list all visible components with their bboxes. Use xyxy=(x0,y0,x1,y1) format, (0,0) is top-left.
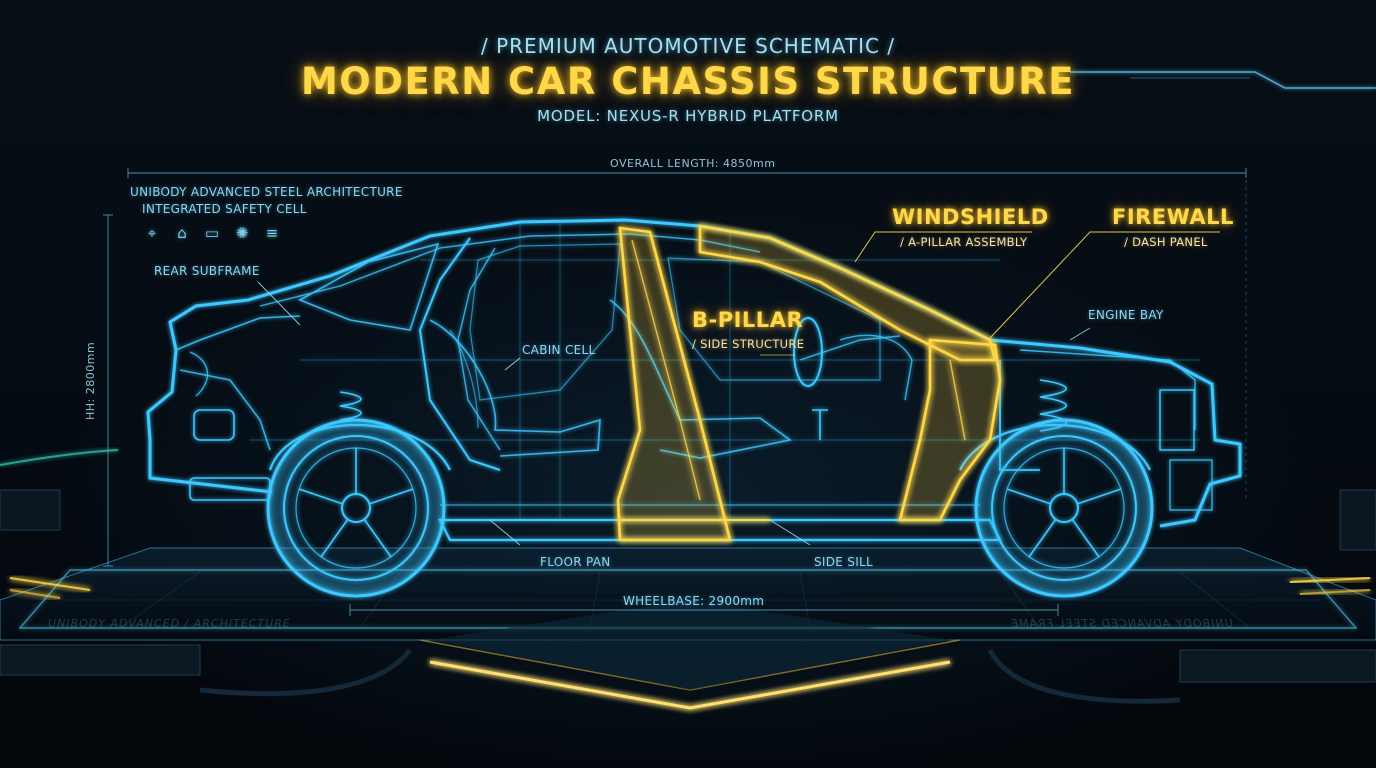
height-label: HH: 2800mm xyxy=(84,341,97,420)
model-subtitle: MODEL: NEXUS-R HYBRID PLATFORM xyxy=(537,107,839,125)
car-side-icon: ▭ xyxy=(204,224,220,242)
cabin-cell-label: CABIN CELL xyxy=(522,343,596,357)
wheel-icon: ✺ xyxy=(235,224,249,242)
car-outline-icon: ⌂ xyxy=(177,224,187,242)
menu-lines-icon: ≡ xyxy=(265,224,279,242)
info-line-architecture: UNIBODY ADVANCED STEEL ARCHITECTURE xyxy=(130,185,403,199)
side-sill-label: SIDE SILL xyxy=(814,555,874,569)
target-icon: ⌖ xyxy=(147,224,157,242)
schematic-eyebrow: / PREMIUM AUTOMOTIVE SCHEMATIC / xyxy=(480,34,896,58)
callout-lines xyxy=(257,231,1220,546)
accent-lines xyxy=(0,71,1376,466)
rear-wheel xyxy=(266,418,446,598)
info-icon-row: ⌖ ⌂ ▭ ✺ ≡ xyxy=(142,224,282,242)
dimension-lines xyxy=(103,168,1247,616)
front-wheel xyxy=(974,418,1154,598)
engine-bay-label: ENGINE BAY xyxy=(1088,308,1164,322)
windshield-sub: / A-PILLAR ASSEMBLY xyxy=(900,235,1028,249)
windshield-title: WINDSHIELD xyxy=(892,205,1049,229)
floor-text-right: UNIBODY ADVANCED STEEL FRAME xyxy=(1010,617,1233,630)
firewall-sub: / DASH PANEL xyxy=(1124,235,1208,249)
b-pillar-title: B-PILLAR xyxy=(692,308,804,332)
info-line-safety-cell: INTEGRATED SAFETY CELL xyxy=(142,202,307,216)
overall-length-label: OVERALL LENGTH: 4850mm xyxy=(610,157,776,170)
b-pillar-sub: / SIDE STRUCTURE xyxy=(692,337,805,351)
page-title: MODERN CAR CHASSIS STRUCTURE xyxy=(300,60,1076,103)
floor-text-left: UNIBODY ADVANCED / ARCHITECTURE xyxy=(48,617,291,630)
firewall-title: FIREWALL xyxy=(1112,205,1234,229)
rear-subframe-label: REAR SUBFRAME xyxy=(154,264,260,278)
wheelbase-label: WHEELBASE: 2900mm xyxy=(623,594,765,608)
b-pillar-structure xyxy=(616,226,770,542)
firewall-structure xyxy=(898,338,1002,522)
floor-pan-label: FLOOR PAN xyxy=(540,555,611,569)
